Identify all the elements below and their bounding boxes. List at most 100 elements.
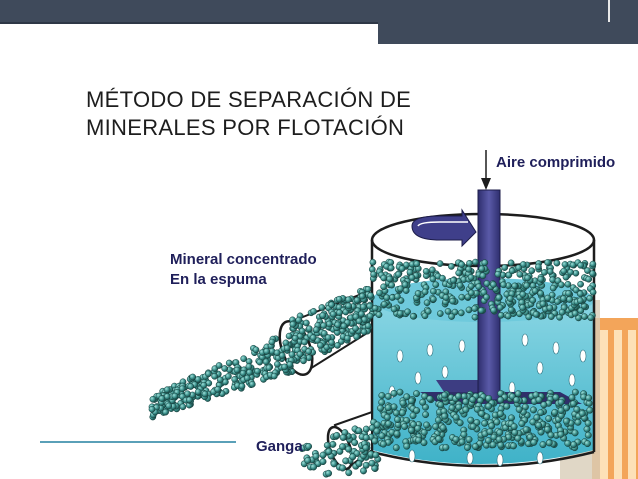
particle [570,441,578,449]
particle [537,409,545,417]
particle [464,444,471,451]
particle [535,263,542,271]
particle [483,293,490,301]
particle [557,430,565,438]
concentrate-label: Mineral concentrado En la espuma [170,250,317,290]
particle [552,393,560,401]
particle [452,413,460,421]
particle [471,313,479,321]
particle [345,302,352,310]
particle [216,376,224,384]
particle [360,328,368,336]
particle [325,448,333,456]
particle [495,294,503,301]
particle [310,308,317,315]
particle [522,426,530,434]
particle [494,270,502,278]
particle [184,390,191,398]
particle [558,308,566,316]
particle [439,424,447,432]
particle [525,313,533,321]
air-label: Aire comprimido [496,154,616,171]
particle [518,420,526,428]
particle [171,392,179,400]
particle [384,392,392,400]
particle [497,311,505,319]
particle [429,266,436,274]
particle [211,372,218,380]
particle [566,296,573,303]
particle [305,325,313,333]
slide-title: MÉTODO DE SEPARACIÓN DE MINERALES POR FL… [86,86,411,142]
particle [214,386,222,393]
particle [511,282,519,290]
particle [423,299,431,307]
particle [450,276,457,284]
particle [429,275,437,283]
particle [372,451,380,459]
header-accent [608,0,610,22]
particle [401,423,409,430]
particle [340,322,348,330]
particle [419,398,427,406]
particle [485,394,493,402]
particle [519,304,526,311]
particle [358,292,366,300]
particle [478,265,486,273]
particle [386,275,393,283]
particle [380,300,388,308]
particle [413,260,421,268]
particle [399,399,407,407]
particle [268,338,276,346]
particle [378,432,386,440]
rotation-arrow-icon [411,208,477,248]
particle [385,420,392,428]
particle [531,287,539,295]
particle [373,427,381,435]
particle [366,312,374,320]
particle [383,413,391,421]
particle [330,460,338,468]
particle [535,396,543,404]
particle [455,269,463,277]
particle [376,289,383,297]
particle [430,295,437,303]
particle [472,258,479,266]
particle [508,267,516,275]
particle [571,388,579,396]
particle [584,440,591,448]
particle [362,444,370,452]
particle [471,443,479,450]
particle [367,292,374,299]
particle [562,273,570,281]
particle [572,286,580,294]
particle [233,366,241,374]
particle [165,402,173,410]
particle [362,425,370,433]
particle [371,437,379,445]
particle [535,421,543,429]
particle [388,281,396,289]
header-bar-extension [378,22,638,44]
particle [547,431,555,439]
particle [273,349,281,357]
particle [553,259,561,267]
particle [403,393,411,401]
particle [329,310,337,318]
particle [399,409,406,417]
particle [423,421,431,429]
particle [575,314,582,322]
particle [543,426,551,433]
particle [483,280,491,287]
particle [567,268,574,276]
particle [560,267,568,275]
particle [554,298,561,305]
particle [403,442,411,450]
particle [478,410,486,418]
particle [421,312,429,320]
particle [334,342,341,349]
particle [577,261,585,269]
particle [384,404,392,412]
particle [513,396,520,404]
